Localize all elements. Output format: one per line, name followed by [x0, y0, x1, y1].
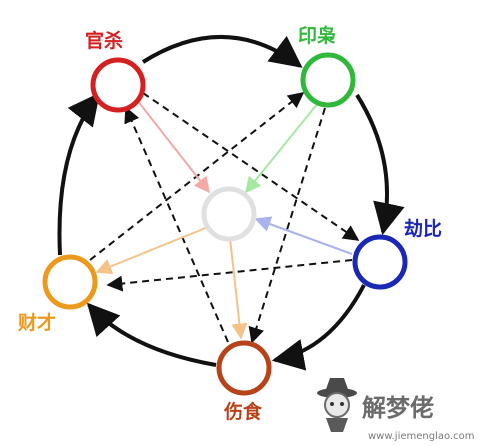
dash-shangshi-to-guansha: [124, 106, 229, 343]
arc-yinxiao-to-jiebi: [355, 93, 405, 236]
orange-arrow-center-to-shangshi: [229, 237, 248, 340]
node-yinxiao: [300, 52, 356, 108]
dash-jiebi-to-caicai: [106, 259, 353, 292]
arc-shangshi-to-caicai: [86, 302, 217, 367]
node-guansha: [90, 57, 146, 113]
node-jiebi: [352, 234, 408, 290]
nodes: [42, 52, 408, 396]
arc-caicai-to-guansha: [57, 92, 100, 256]
node-center: [201, 186, 257, 242]
node-caicai: [42, 254, 98, 310]
pink-arrow-guansha-to-center: [136, 99, 210, 194]
node-shangshi: [216, 340, 272, 396]
label-yinxiao: 印枭: [298, 24, 336, 47]
label-jiebi: 劫比: [404, 217, 442, 240]
generating-cycle: [57, 35, 405, 371]
label-guansha: 官杀: [85, 29, 123, 52]
label-caicai: 财才: [18, 311, 56, 334]
blue-arrow-jiebi-to-center: [254, 216, 353, 255]
node-labels: 官杀 印枭 劫比 伤食 财才: [18, 24, 442, 423]
green-arrow-yinxiao-to-center: [244, 102, 319, 194]
watermark-url: www.jiemenglao.com: [368, 431, 474, 442]
label-shangshi: 伤食: [223, 400, 263, 423]
arc-jiebi-to-shangshi: [271, 284, 366, 371]
orange-arrow-center-to-caicai: [95, 226, 209, 275]
dash-yinxiao-to-shangshi: [248, 107, 326, 344]
watermark-brand: 解梦佬: [362, 394, 434, 422]
center-arrows: [95, 99, 353, 340]
watermark: 解梦佬 www.jiemenglao.com: [317, 378, 474, 442]
detective-mascot-icon: [317, 378, 357, 432]
dash-guansha-to-jiebi: [142, 92, 360, 241]
arc-guansha-to-yinxiao: [141, 35, 303, 68]
